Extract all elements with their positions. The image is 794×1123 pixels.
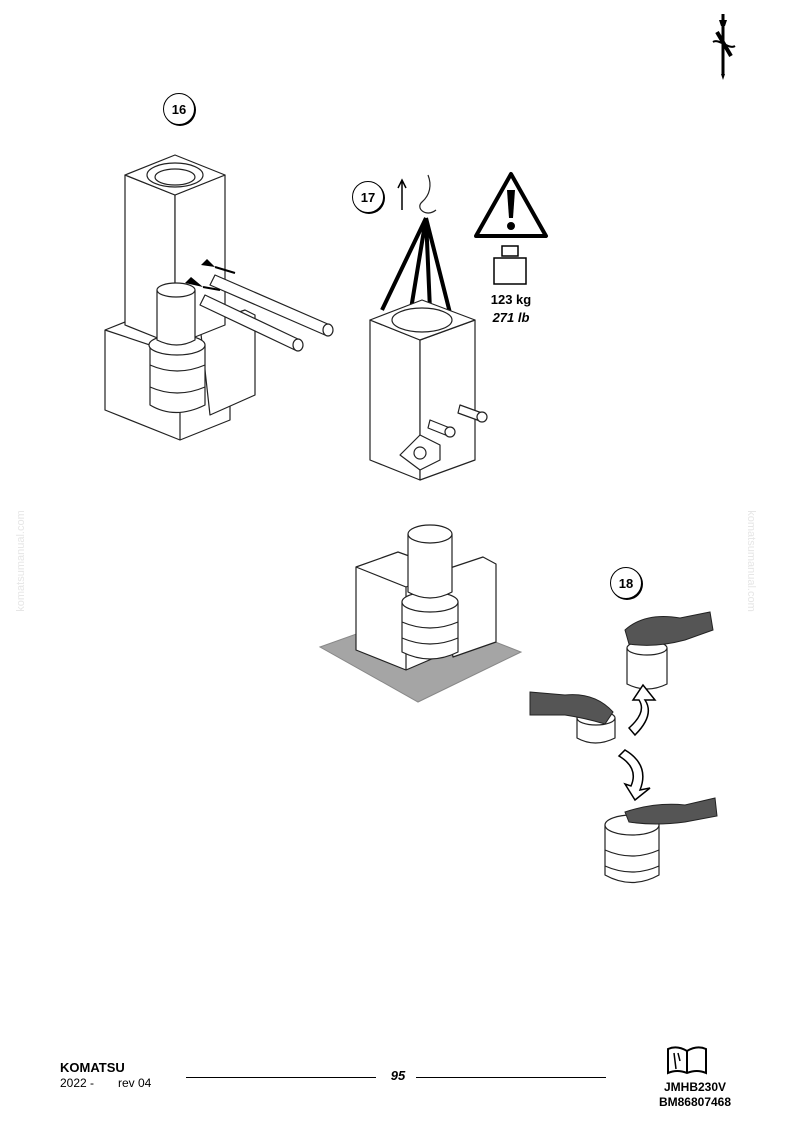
weight-lb: 271 lb [492, 310, 530, 325]
watermark-right: komatsumanual.com [744, 510, 757, 612]
tool-icon [712, 14, 736, 80]
step-number-16: 16 [163, 93, 195, 125]
footer-rule-right [416, 1077, 606, 1078]
footer-model: JMHB230V [663, 1080, 727, 1094]
illustration-base-on-mat [318, 524, 523, 703]
illustration-step-16 [104, 154, 334, 441]
footer-rule-left [186, 1077, 376, 1078]
step-number-18: 18 [610, 567, 642, 599]
footer-code: BM86807468 [658, 1095, 732, 1109]
illustration-step-17 [369, 174, 488, 481]
weight-kg: 123 kg [490, 292, 532, 307]
page-number: 95 [390, 1068, 406, 1083]
illustration-step-18 [529, 611, 718, 884]
warning-icon [474, 172, 548, 238]
watermark-left: komatsumanual.com [14, 510, 27, 612]
manual-book-icon [667, 1046, 707, 1075]
weight-icon [493, 245, 527, 285]
footer-brand: KOMATSU [60, 1060, 125, 1075]
step-number-17: 17 [352, 181, 384, 213]
footer-year: 2022 - [60, 1076, 95, 1090]
footer-revision: rev 04 [118, 1076, 152, 1090]
